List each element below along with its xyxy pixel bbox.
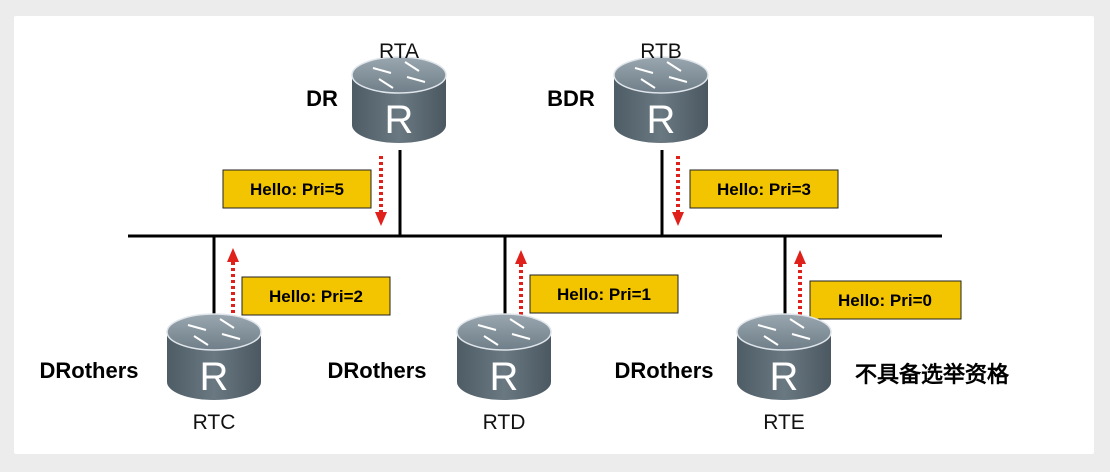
hello-text-rtc: Hello: Pri=2: [269, 287, 363, 306]
scrollbar[interactable]: [1098, 16, 1108, 454]
router-arrows-icon: [757, 318, 811, 346]
router-glyph: R: [647, 98, 676, 142]
router-arrows-icon: [477, 318, 531, 346]
router-glyph: R: [385, 98, 414, 142]
router-arrows-icon: [372, 61, 426, 89]
hello-text-rtb: Hello: Pri=3: [717, 180, 811, 199]
ineligible-note: 不具备选举资格: [855, 362, 1010, 387]
router-name-rtd: RTD: [483, 411, 526, 434]
hello-arrow-rte: [794, 250, 806, 315]
router-icon-rtc: R: [166, 313, 262, 400]
hello-text-rtd: Hello: Pri=1: [557, 285, 651, 304]
hello-box-rta: Hello: Pri=5: [222, 169, 372, 209]
hello-arrow-rtb: [672, 156, 684, 226]
role-label-rtb: BDR: [547, 86, 595, 111]
router-name-rtb: RTB: [640, 40, 682, 63]
router-name-rta: RTA: [379, 40, 419, 63]
role-label-rte: DRothers: [614, 358, 713, 383]
hello-box-rtb: Hello: Pri=3: [689, 169, 839, 209]
router-glyph: R: [770, 355, 799, 399]
hello-arrow-rta: [375, 156, 387, 226]
hello-arrow-rtc: [227, 248, 239, 315]
router-icon-rtd: R: [456, 313, 552, 400]
router-glyph: R: [490, 355, 519, 399]
role-label-rtc: DRothers: [39, 358, 138, 383]
router-icon-rta: R: [351, 56, 447, 143]
router-name-rtc: RTC: [193, 411, 236, 434]
router-arrows-icon: [187, 318, 241, 346]
role-label-rtd: DRothers: [327, 358, 426, 383]
role-label-rta: DR: [306, 86, 338, 111]
hello-text-rte: Hello: Pri=0: [838, 291, 932, 310]
hello-text-rta: Hello: Pri=5: [250, 180, 344, 199]
router-icon-rte: R: [736, 313, 832, 400]
router-name-rte: RTE: [763, 411, 805, 434]
hello-box-rtc: Hello: Pri=2: [241, 276, 391, 316]
router-arrows-icon: [634, 61, 688, 89]
hello-arrow-rtd: [515, 250, 527, 315]
hello-box-rtd: Hello: Pri=1: [529, 274, 679, 314]
router-icon-rtb: R: [613, 56, 709, 143]
hello-box-rte: Hello: Pri=0: [809, 280, 962, 320]
router-glyph: R: [200, 355, 229, 399]
